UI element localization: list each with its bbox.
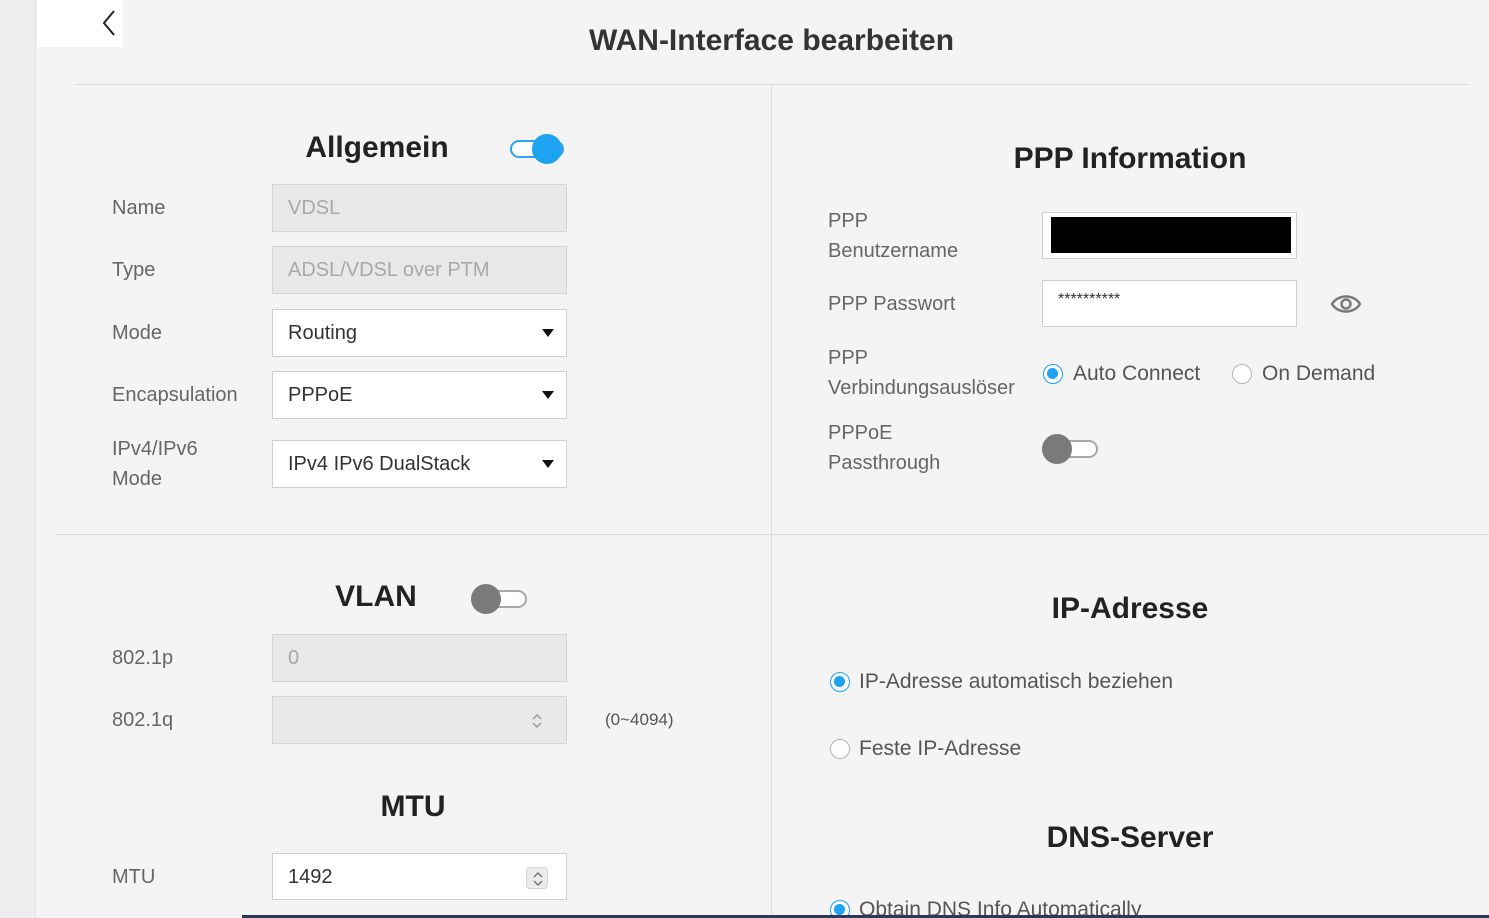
caret-down-icon	[542, 460, 554, 468]
name-label: Name	[112, 197, 166, 219]
ppp-username-label-line2: Benutzername	[828, 240, 959, 262]
vlan-8021p-field: 0	[272, 634, 567, 682]
mtu-value: 1492	[288, 866, 333, 888]
vlan-enable-toggle[interactable]	[471, 583, 527, 615]
left-edge-strip	[0, 0, 36, 918]
vlan-8021q-label: 802.1q	[112, 709, 174, 731]
ip-auto-radio[interactable]	[830, 672, 850, 692]
mode-select[interactable]: Routing	[272, 309, 567, 357]
chevron-left-icon	[102, 10, 115, 36]
back-button[interactable]	[37, 0, 123, 47]
toggle-knob	[532, 134, 562, 164]
ip-auto-label[interactable]: IP-Adresse automatisch beziehen	[859, 670, 1174, 693]
pppoe-passthrough-toggle[interactable]	[1042, 433, 1098, 465]
ip-static-radio[interactable]	[830, 739, 850, 759]
column-divider	[771, 85, 772, 918]
redacted-username	[1051, 217, 1291, 253]
mtu-label: MTU	[112, 866, 156, 888]
vlan-section-title: VLAN	[335, 580, 417, 613]
spinner-arrows-icon[interactable]	[526, 867, 548, 889]
auto-connect-label[interactable]: Auto Connect	[1073, 362, 1201, 385]
pppoe-passthrough-label-line2: Passthrough	[828, 452, 941, 474]
ppp-password-label: PPP Passwort	[828, 293, 956, 315]
ip-mode-select-value: IPv4 IPv6 DualStack	[288, 453, 471, 475]
mode-label: Mode	[112, 322, 163, 344]
dns-auto-radio[interactable]	[830, 900, 850, 918]
ip-mode-label-line2: Mode	[112, 468, 163, 490]
eye-icon[interactable]	[1330, 292, 1362, 316]
mtu-input[interactable]: 1492	[272, 853, 567, 900]
type-field: ADSL/VDSL over PTM	[272, 246, 567, 294]
ppp-password-input[interactable]: **********	[1042, 280, 1297, 327]
ppp-username-input[interactable]	[1042, 212, 1297, 259]
ip-mode-label-line1: IPv4/IPv6	[112, 438, 198, 460]
vlan-8021q-field	[272, 696, 567, 744]
on-demand-label[interactable]: On Demand	[1262, 362, 1376, 385]
mtu-section-title: MTU	[380, 790, 446, 823]
ip-mode-select[interactable]: IPv4 IPv6 DualStack	[272, 440, 567, 488]
general-enable-toggle[interactable]	[510, 133, 564, 165]
encapsulation-select[interactable]: PPPoE	[272, 371, 567, 419]
spinner-arrows-icon	[526, 710, 548, 732]
toggle-knob	[1042, 434, 1072, 464]
mode-select-value: Routing	[288, 322, 357, 344]
dns-auto-label[interactable]: Obtain DNS Info Automatically	[859, 898, 1142, 918]
ppp-username-label-line1: PPP	[828, 210, 869, 232]
bottom-bar	[242, 915, 1489, 918]
auto-connect-radio[interactable]	[1043, 364, 1063, 384]
on-demand-radio[interactable]	[1232, 364, 1252, 384]
pppoe-passthrough-label-line1: PPPoE	[828, 422, 893, 444]
encapsulation-label: Encapsulation	[112, 384, 238, 406]
ppp-trigger-label-line2: Verbindungsauslöser	[828, 377, 1015, 399]
ppp-section-title: PPP Information	[1013, 142, 1247, 175]
general-section-title: Allgemein	[305, 131, 449, 164]
encapsulation-select-value: PPPoE	[288, 384, 353, 406]
header-divider	[74, 84, 1470, 85]
dns-section-title: DNS-Server	[1046, 821, 1214, 854]
name-field: VDSL	[272, 184, 567, 232]
caret-down-icon	[542, 391, 554, 399]
vlan-range-hint: (0~4094)	[605, 710, 674, 729]
section-divider	[56, 534, 1489, 535]
page-title: WAN-Interface bearbeiten	[588, 24, 955, 57]
vlan-8021p-label: 802.1p	[112, 647, 174, 669]
type-label: Type	[112, 259, 156, 281]
ppp-trigger-label-line1: PPP	[828, 347, 869, 369]
ip-static-label[interactable]: Feste IP-Adresse	[859, 737, 1022, 760]
caret-down-icon	[542, 329, 554, 337]
toggle-knob	[471, 584, 501, 614]
ip-address-section-title: IP-Adresse	[1051, 592, 1209, 625]
